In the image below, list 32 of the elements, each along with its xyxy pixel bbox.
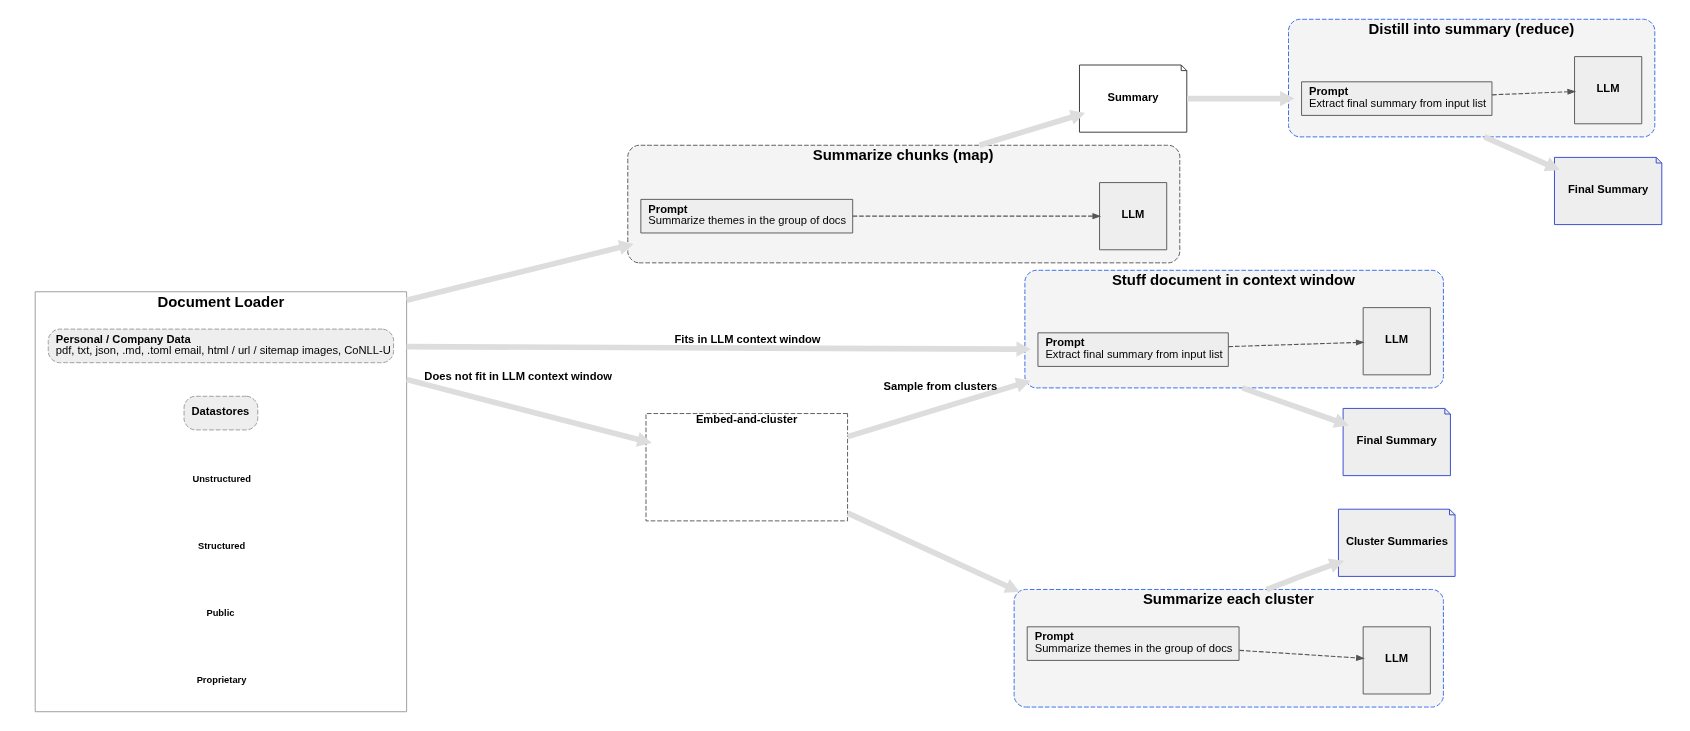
arrow [1187, 91, 1295, 107]
label: Public [206, 608, 235, 619]
arrow [1265, 558, 1344, 593]
arrow [406, 341, 1031, 357]
node-box: Datastores [183, 395, 259, 431]
label: Unstructured [192, 473, 252, 484]
arrow [978, 109, 1086, 148]
label: Structured [198, 540, 246, 551]
arrow [846, 377, 1031, 440]
node-box: Prompt Extract final summary from input list [1037, 332, 1229, 367]
node-box: LLM [1574, 56, 1643, 125]
arrow [406, 376, 652, 447]
arrow [1491, 88, 1577, 96]
arrow [405, 240, 634, 303]
node-box: LLM [1362, 626, 1431, 695]
edge-label: Sample from clusters [883, 380, 998, 393]
arrow [852, 213, 1102, 220]
edge-label: Does not fit in LLM context window [424, 370, 613, 383]
node-box: LLM [1362, 307, 1431, 376]
label: Proprietary [196, 675, 247, 686]
arrow [1228, 339, 1365, 348]
arrow [1241, 385, 1349, 428]
node-box: LLM [1099, 182, 1168, 251]
node-box: Embed-and-cluster [645, 413, 849, 522]
arrow [1483, 134, 1560, 172]
node-box: Prompt Summarize themes in the group of docs [1026, 626, 1240, 661]
arrow [846, 510, 1020, 593]
node-box: Personal / Company Data pdf, txt, json, .md, .toml email, html / url / sitemap images, CoNLL-U [47, 328, 394, 364]
edge-label: Fits in LLM context window [674, 332, 821, 345]
node-box: Prompt Summarize themes in the group of docs [640, 198, 854, 234]
arrow [1238, 649, 1365, 661]
node-box: Prompt Extract final summary from input list [1301, 81, 1493, 116]
